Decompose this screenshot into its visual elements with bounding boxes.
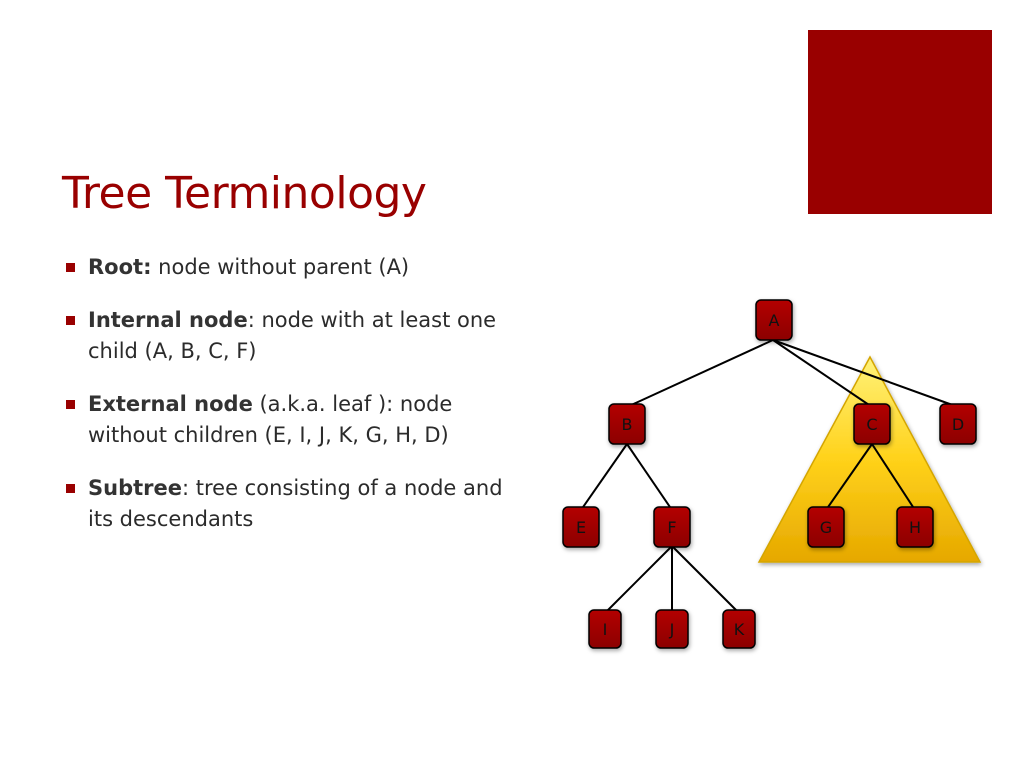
square-bullet-icon (66, 316, 75, 325)
node-label-c: C (866, 415, 877, 434)
edge-a-c (772, 339, 873, 408)
tree-node-j: J (655, 609, 689, 649)
node-label-a: A (769, 311, 780, 330)
node-label-g: G (820, 518, 832, 537)
bullet-term: Root (88, 255, 144, 279)
node-label-d: D (952, 415, 964, 434)
bullet-text: (a.k.a. leaf ): node without children (E… (88, 392, 453, 447)
bullet-separator: : (143, 255, 152, 279)
tree-node-d: D (939, 403, 977, 445)
bullet-internal-node: Internal node: node with at least one ch… (62, 305, 532, 367)
edge-b-e (580, 443, 628, 511)
bullet-term: Subtree (88, 476, 182, 500)
bullet-text: tree consisting of a node and its descen… (88, 476, 503, 531)
edge-a-b (626, 339, 774, 408)
node-label-i: I (603, 620, 608, 639)
bullet-list: Root: node without parent (A) Internal n… (62, 252, 532, 557)
bullet-text: node with at least one child (A, B, C, F… (88, 308, 497, 363)
edge-c-h (871, 443, 916, 511)
bullet-separator: : (247, 308, 255, 332)
tree-edges (580, 339, 959, 614)
tree-node-a: A (755, 299, 793, 341)
bullet-root: Root: node without parent (A) (62, 252, 532, 283)
bullet-term: Internal node (88, 308, 248, 332)
subtree-highlight (757, 355, 982, 563)
square-bullet-icon (66, 263, 75, 272)
bullet-term: External node (88, 392, 253, 416)
node-label-j: J (669, 620, 675, 639)
bullet-subtree: Subtree: tree consisting of a node and i… (62, 473, 532, 535)
square-bullet-icon (66, 400, 75, 409)
tree-node-f: F (653, 506, 691, 548)
node-label-h: H (909, 518, 921, 537)
node-label-e: E (576, 518, 586, 537)
edge-c-g (825, 443, 873, 511)
tree-node-b: B (608, 403, 646, 445)
edge-a-d (772, 339, 959, 408)
tree-node-g: G (807, 506, 845, 548)
tree-node-c: C (853, 403, 891, 445)
tree-node-e: E (562, 506, 600, 548)
bullet-separator: : (182, 476, 190, 500)
tree-node-k: K (722, 609, 756, 649)
edge-b-f (626, 443, 673, 511)
square-bullet-icon (66, 484, 75, 493)
bullet-external-node: External node (a.k.a. leaf ): node witho… (62, 389, 532, 451)
edge-f-k (671, 545, 740, 614)
node-label-f: F (667, 518, 676, 537)
tree-node-h: H (896, 506, 934, 548)
edge-f-i (604, 545, 673, 614)
bullet-text: node without parent (A) (151, 255, 410, 279)
tree-node-i: I (588, 609, 622, 649)
accent-block (808, 30, 992, 214)
node-label-b: B (622, 415, 633, 434)
slide-title: Tree Terminology (62, 168, 427, 219)
tree-nodes: A B C D E F G H (562, 299, 977, 649)
node-label-k: K (734, 620, 745, 639)
